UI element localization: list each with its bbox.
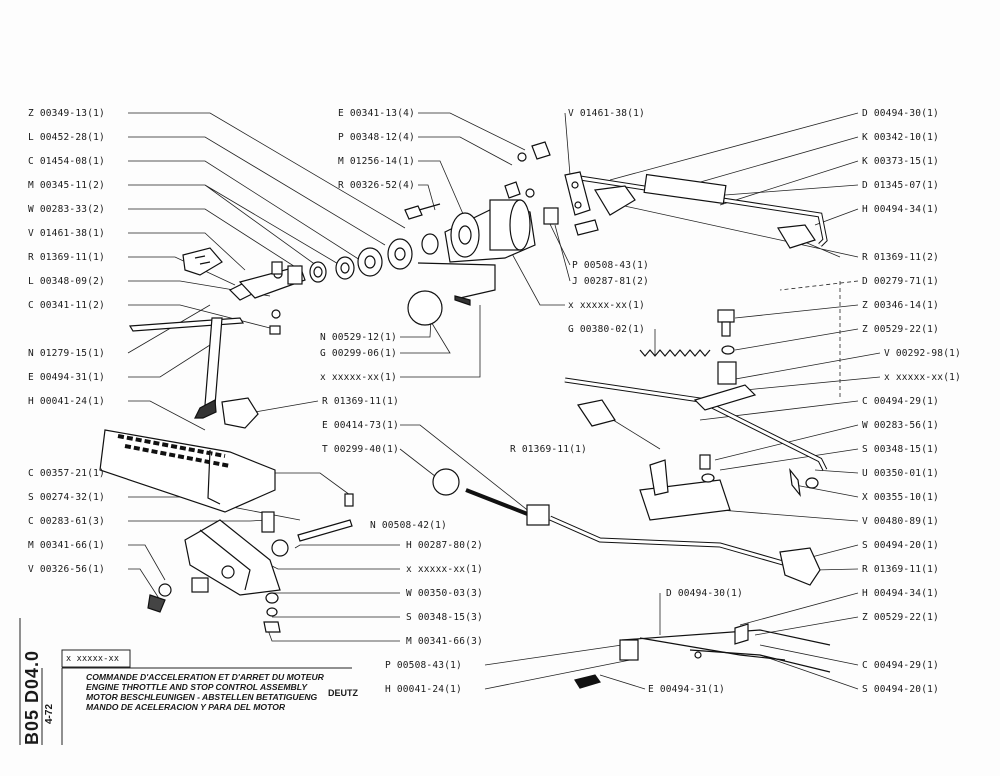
- part-label: V 00326-56(1): [28, 564, 105, 575]
- part-label: V 01461-38(1): [568, 108, 645, 119]
- brand-label: DEUTZ: [328, 688, 358, 698]
- part-label: E 00494-31(1): [648, 684, 725, 695]
- part-label: E 00414-73(1): [322, 420, 399, 431]
- title-line-french: COMMANDE D'ACCELERATION ET D'ARRET DU MO…: [86, 672, 324, 682]
- part-label: G 00380-02(1): [568, 324, 645, 335]
- title-line-german: MOTOR BESCHLEUNIGEN - ABSTELLEN BETATIGU…: [86, 692, 318, 702]
- part-label: W 00283-33(2): [28, 204, 105, 215]
- drawing-number: B05 D04.0: [22, 649, 42, 745]
- part-label: V 00480-89(1): [862, 516, 939, 527]
- part-label: R 01369-11(1): [510, 444, 587, 455]
- part-label: W 00350-03(3): [406, 588, 483, 599]
- part-label: C 00283-61(3): [28, 516, 105, 527]
- part-label: R 01369-11(1): [862, 564, 939, 575]
- part-label: Z 00529-22(1): [862, 324, 939, 335]
- part-label: L 00452-28(1): [28, 132, 105, 143]
- part-label: P 00508-43(1): [572, 260, 649, 271]
- part-label: H 00494-34(1): [862, 588, 939, 599]
- part-label: S 00494-20(1): [862, 540, 939, 551]
- part-label: K 00342-10(1): [862, 132, 939, 143]
- part-label: R 01369-11(1): [28, 252, 105, 263]
- part-label: H 00041-24(1): [28, 396, 105, 407]
- part-label: P 00348-12(4): [338, 132, 415, 143]
- part-label: M 00341-66(1): [28, 540, 105, 551]
- part-label: M 01256-14(1): [338, 156, 415, 167]
- part-label: S 00274-32(1): [28, 492, 105, 503]
- part-label: x xxxxx-xx(1): [884, 372, 961, 383]
- part-label: R 01369-11(1): [322, 396, 399, 407]
- part-label: L 00348-09(2): [28, 276, 105, 287]
- part-label: K 00373-15(1): [862, 156, 939, 167]
- part-label: V 00292-98(1): [884, 348, 961, 359]
- part-label: G 00299-06(1): [320, 348, 397, 359]
- part-label: T 00299-40(1): [322, 444, 399, 455]
- part-label: W 00283-56(1): [862, 420, 939, 431]
- title-line-spanish: MANDO DE ACELERACION Y PARA DEL MOTOR: [86, 702, 286, 712]
- part-label: C 00341-11(2): [28, 300, 105, 311]
- part-label: X 00355-10(1): [862, 492, 939, 503]
- part-label: D 01345-07(1): [862, 180, 939, 191]
- part-label: E 00341-13(4): [338, 108, 415, 119]
- part-label: H 00041-24(1): [385, 684, 462, 695]
- part-label: P 00508-43(1): [385, 660, 462, 671]
- title-line-english: ENGINE THROTTLE AND STOP CONTROL ASSEMBL…: [86, 682, 308, 692]
- reference-box-text: x xxxxx-xx: [66, 654, 120, 664]
- title-block-frame: [19, 618, 352, 745]
- part-label: J 00287-81(2): [572, 276, 649, 287]
- part-label: D 00494-30(1): [862, 108, 939, 119]
- part-label: Z 00349-13(1): [28, 108, 105, 119]
- part-label: x xxxxx-xx(1): [406, 564, 483, 575]
- part-label: D 00494-30(1): [666, 588, 743, 599]
- part-label: D 00279-71(1): [862, 276, 939, 287]
- part-label: S 00348-15(3): [406, 612, 483, 623]
- part-label: C 00494-29(1): [862, 660, 939, 671]
- part-label: H 00494-34(1): [862, 204, 939, 215]
- part-label: C 00357-21(1): [28, 468, 105, 479]
- part-label: S 00348-15(1): [862, 444, 939, 455]
- parts-artwork: [99, 141, 831, 689]
- part-label: R 00326-52(4): [338, 180, 415, 191]
- part-label: S 00494-20(1): [862, 684, 939, 695]
- part-label: x xxxxx-xx(1): [568, 300, 645, 311]
- part-label: U 00350-01(1): [862, 468, 939, 479]
- part-label: x xxxxx-xx(1): [320, 372, 397, 383]
- part-label: N 00529-12(1): [320, 332, 397, 343]
- part-label: E 00494-31(1): [28, 372, 105, 383]
- part-label: M 00345-11(2): [28, 180, 105, 191]
- part-label: C 00494-29(1): [862, 396, 939, 407]
- part-label: R 01369-11(2): [862, 252, 939, 263]
- part-label: Z 00346-14(1): [862, 300, 939, 311]
- part-label: C 01454-08(1): [28, 156, 105, 167]
- revision-date: 4-72: [44, 703, 55, 724]
- part-label: H 00287-80(2): [406, 540, 483, 551]
- part-label: N 00508-42(1): [370, 520, 447, 531]
- part-label: M 00341-66(3): [406, 636, 483, 647]
- part-label: Z 00529-22(1): [862, 612, 939, 623]
- part-label: V 01461-38(1): [28, 228, 105, 239]
- part-label: N 01279-15(1): [28, 348, 105, 359]
